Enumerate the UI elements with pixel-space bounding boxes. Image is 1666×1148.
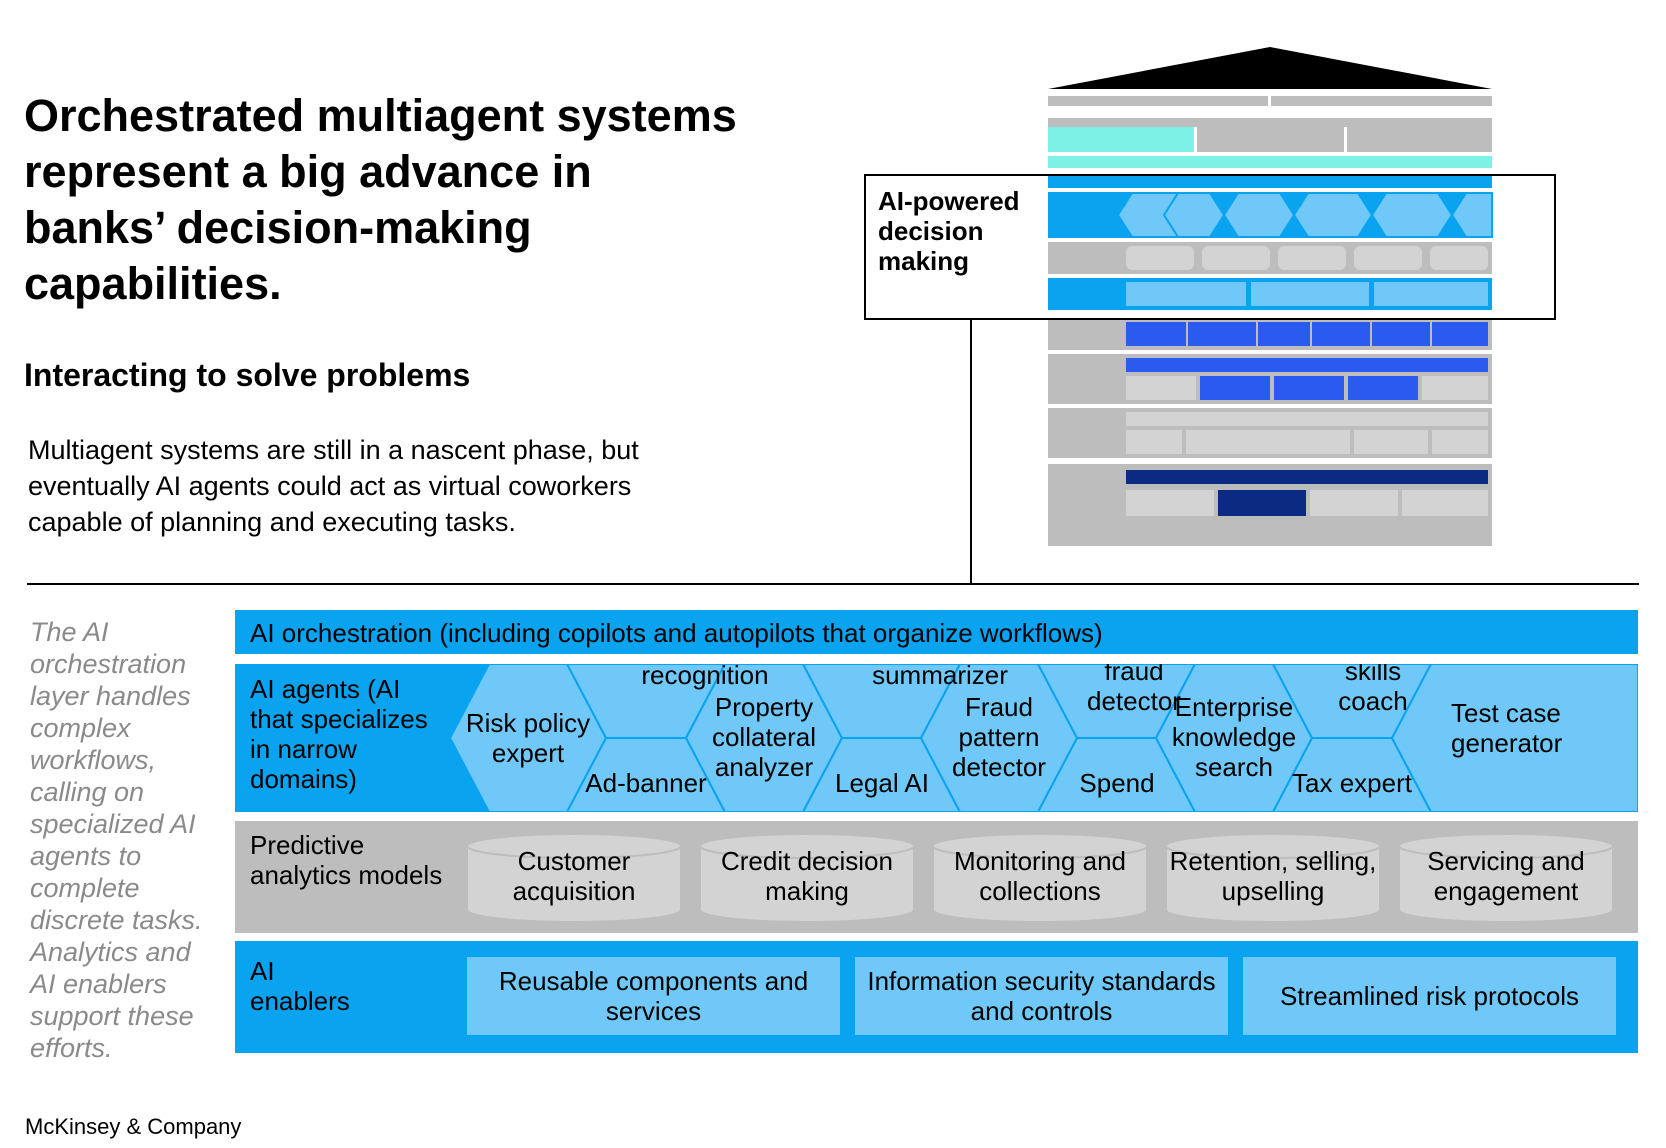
agent-property-collateral-analyzer: Property collateral analyzer <box>711 692 817 782</box>
agent-fraud-pattern-detector: Fraud pattern detector <box>952 692 1046 782</box>
intro-paragraph: Multiagent systems are still in a nascen… <box>28 435 639 537</box>
agent-skills-coach: skills coach <box>1338 664 1408 716</box>
enabler-reusable-components: Reusable components and services <box>467 957 840 1035</box>
orchestration-floor <box>1048 176 1492 188</box>
page-title: Orchestrated multiagent systems represen… <box>24 90 737 309</box>
agent-test-case-generator: Test case generator <box>1451 698 1563 758</box>
agent-fraud-detector: fraud detector <box>1087 664 1181 716</box>
callout-label: AI-powered decision making <box>878 186 1020 276</box>
model-retention-selling: Retention, selling, upselling <box>1169 846 1377 906</box>
callout-box <box>864 174 1556 320</box>
predictive-cylinders <box>467 834 1614 922</box>
building-roof <box>1048 47 1492 89</box>
agent-tax-expert: Tax expert <box>1292 768 1412 798</box>
footer-brand: McKinsey & Company <box>25 1114 242 1139</box>
teal-strip <box>1048 156 1492 168</box>
enabler-risk-protocols: Streamlined risk protocols <box>1243 957 1616 1035</box>
model-credit-decision-making: Credit decision making <box>721 846 893 906</box>
agents-hex-grid <box>448 664 1638 812</box>
agent-summarizer: summarizer <box>872 664 1008 690</box>
orchestration-layer <box>235 610 1638 654</box>
agent-legal-ai: Legal AI <box>835 768 929 798</box>
agents-layer: recognition summarizer fraud detector sk… <box>235 664 1638 812</box>
model-monitoring-collections: Monitoring and collections <box>954 846 1126 906</box>
orchestration-label: AI orchestration (including copilots and… <box>250 618 1103 648</box>
enabler-information-security: Information security standards and contr… <box>855 957 1228 1035</box>
agent-recognition: recognition <box>641 664 769 690</box>
section-subtitle: Interacting to solve problems <box>24 357 471 393</box>
model-servicing-engagement: Servicing and engagement <box>1427 846 1585 906</box>
teal-block <box>1048 127 1194 152</box>
side-note: The AI orchestration layer handles compl… <box>30 617 203 1063</box>
agent-spend: Spend <box>1079 768 1155 798</box>
model-customer-acquisition: Customer acquisition <box>512 846 636 906</box>
building-illustration <box>1048 47 1493 546</box>
callout-connector <box>970 320 972 584</box>
agents-label: AI agents (AI that specializes in narrow… <box>250 674 428 794</box>
agent-risk-policy-expert: Risk policy expert <box>465 708 591 768</box>
agent-enterprise-knowledge-search: Enterprise knowledge search <box>1171 692 1297 782</box>
agent-ad-banner: Ad-banner <box>585 768 707 798</box>
section-divider <box>27 583 1639 585</box>
predictive-label: Predictive analytics models <box>250 830 443 890</box>
enablers-label: AI enablers <box>250 956 350 1016</box>
